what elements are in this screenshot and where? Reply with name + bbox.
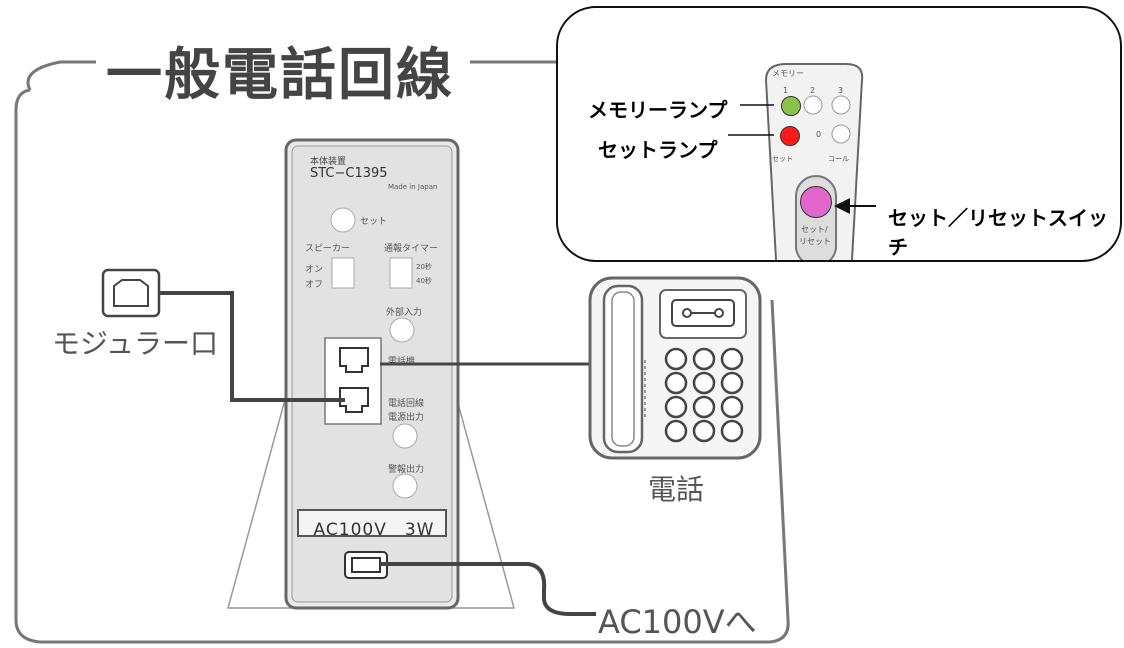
set-lamp-callout: セットランプ xyxy=(598,138,718,162)
page-title: 一般電話回線 xyxy=(98,30,462,111)
device-label-phone-port: 電話機 xyxy=(388,357,416,367)
memory-lamp-callout: メモリーランプ xyxy=(588,98,728,122)
keypad-key xyxy=(720,371,744,395)
ac-label: AC100Vへ xyxy=(598,603,757,641)
keypad-key xyxy=(720,395,744,419)
keypad-key xyxy=(692,395,716,419)
power-cable xyxy=(380,562,596,616)
keypad-key xyxy=(692,371,716,395)
device-label-timer-b: 40秒 xyxy=(416,277,432,285)
inset-set-label: セット xyxy=(772,155,793,163)
device-line-jack xyxy=(339,387,369,413)
device-label-set: セット xyxy=(360,217,388,227)
inset-switch-label-2: リセット xyxy=(799,237,831,246)
device-set-button xyxy=(330,207,356,233)
keypad-key xyxy=(720,419,744,443)
keypad-key xyxy=(664,371,688,395)
telephone-keypad xyxy=(664,347,744,443)
device-phone-jack xyxy=(339,347,369,373)
device-label-off: オフ xyxy=(305,280,324,290)
keypad-key xyxy=(720,347,744,371)
device-speaker-switch xyxy=(331,257,355,289)
device-label-speaker: スピーカー xyxy=(305,244,351,254)
device-alarm-output-jack xyxy=(392,473,418,499)
device-model: STC−C1395 xyxy=(310,166,388,181)
device-label-timer: 通報タイマー xyxy=(384,244,439,254)
phone-label: 電話 xyxy=(648,473,705,506)
inset-memory-number-1: 1 xyxy=(783,86,789,95)
keypad-key xyxy=(692,419,716,443)
modular-label: モジュラー口 xyxy=(52,327,219,360)
inset-memory-number-2: 2 xyxy=(810,86,816,95)
device-label-line-port: 電話回線 xyxy=(388,399,425,409)
device-power-output-jack xyxy=(392,423,418,449)
device-external-input-jack xyxy=(389,317,415,343)
set-lamp xyxy=(780,126,800,146)
device-timer-switch xyxy=(389,257,413,289)
device-name: 本体装置 xyxy=(310,157,347,167)
device-rating: AC100V 3W xyxy=(313,520,435,540)
device-label-timer-a: 20秒 xyxy=(416,263,432,271)
device-made-in: Made in Japan xyxy=(388,183,438,191)
modular-cable xyxy=(160,291,345,402)
inset-call-label: コール xyxy=(828,155,849,163)
inset-zero-label: 0 xyxy=(816,130,822,139)
device-rating-plate xyxy=(297,509,447,537)
device-label-external-input: 外部入力 xyxy=(386,308,423,318)
keypad-key xyxy=(692,347,716,371)
inset-switch-label-1: セット/ xyxy=(801,225,828,234)
device-label-alarm-output: 警報出力 xyxy=(388,465,425,475)
set-reset-switch[interactable] xyxy=(800,186,832,218)
inset-memory-header: メモリー xyxy=(772,69,804,78)
keypad-key xyxy=(664,395,688,419)
keypad-key xyxy=(664,347,688,371)
keypad-key xyxy=(664,419,688,443)
device-label-on: オン xyxy=(305,265,324,275)
switch-callout: セット／リセットスイッチ xyxy=(888,206,1108,259)
memory-lamp xyxy=(781,96,801,116)
inset-memory-number-3: 3 xyxy=(838,86,844,95)
inset-panel: メモリー 1 2 3 0 セット コール セット/ リセット メモリーランプ セ… xyxy=(556,6,1122,262)
device-label-power-output: 電源出力 xyxy=(388,413,425,423)
